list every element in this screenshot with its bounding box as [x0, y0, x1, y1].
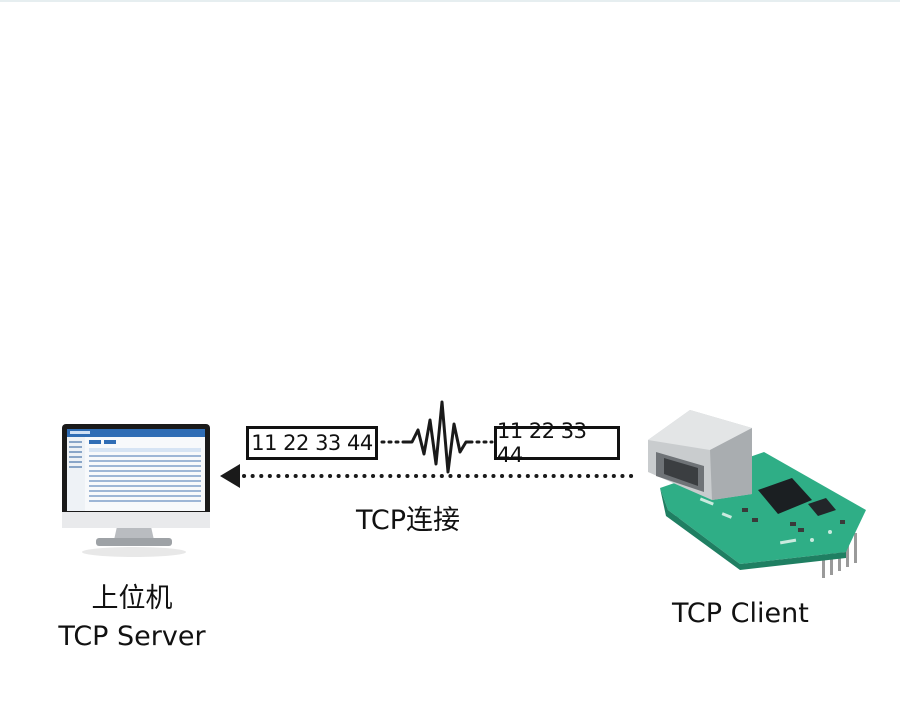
ethernet-module-icon — [648, 410, 866, 578]
top-border-line — [0, 0, 900, 2]
server-label: 上位机 TCP Server — [52, 580, 212, 656]
noise-signal-icon — [380, 400, 494, 474]
server-label-line2: TCP Server — [58, 621, 206, 652]
client-data-value: 11 22 33 44 — [497, 419, 587, 467]
server-data-value: 11 22 33 44 — [251, 431, 373, 455]
arrow-left-icon — [220, 464, 636, 488]
client-data-box: 11 22 33 44 — [494, 419, 620, 467]
monitor-icon — [62, 424, 210, 557]
connection-label: TCP连接 — [356, 505, 461, 536]
server-data-box: 11 22 33 44 — [246, 426, 378, 460]
client-label: TCP Client — [672, 598, 809, 629]
server-label-line1: 上位机 — [91, 583, 173, 614]
